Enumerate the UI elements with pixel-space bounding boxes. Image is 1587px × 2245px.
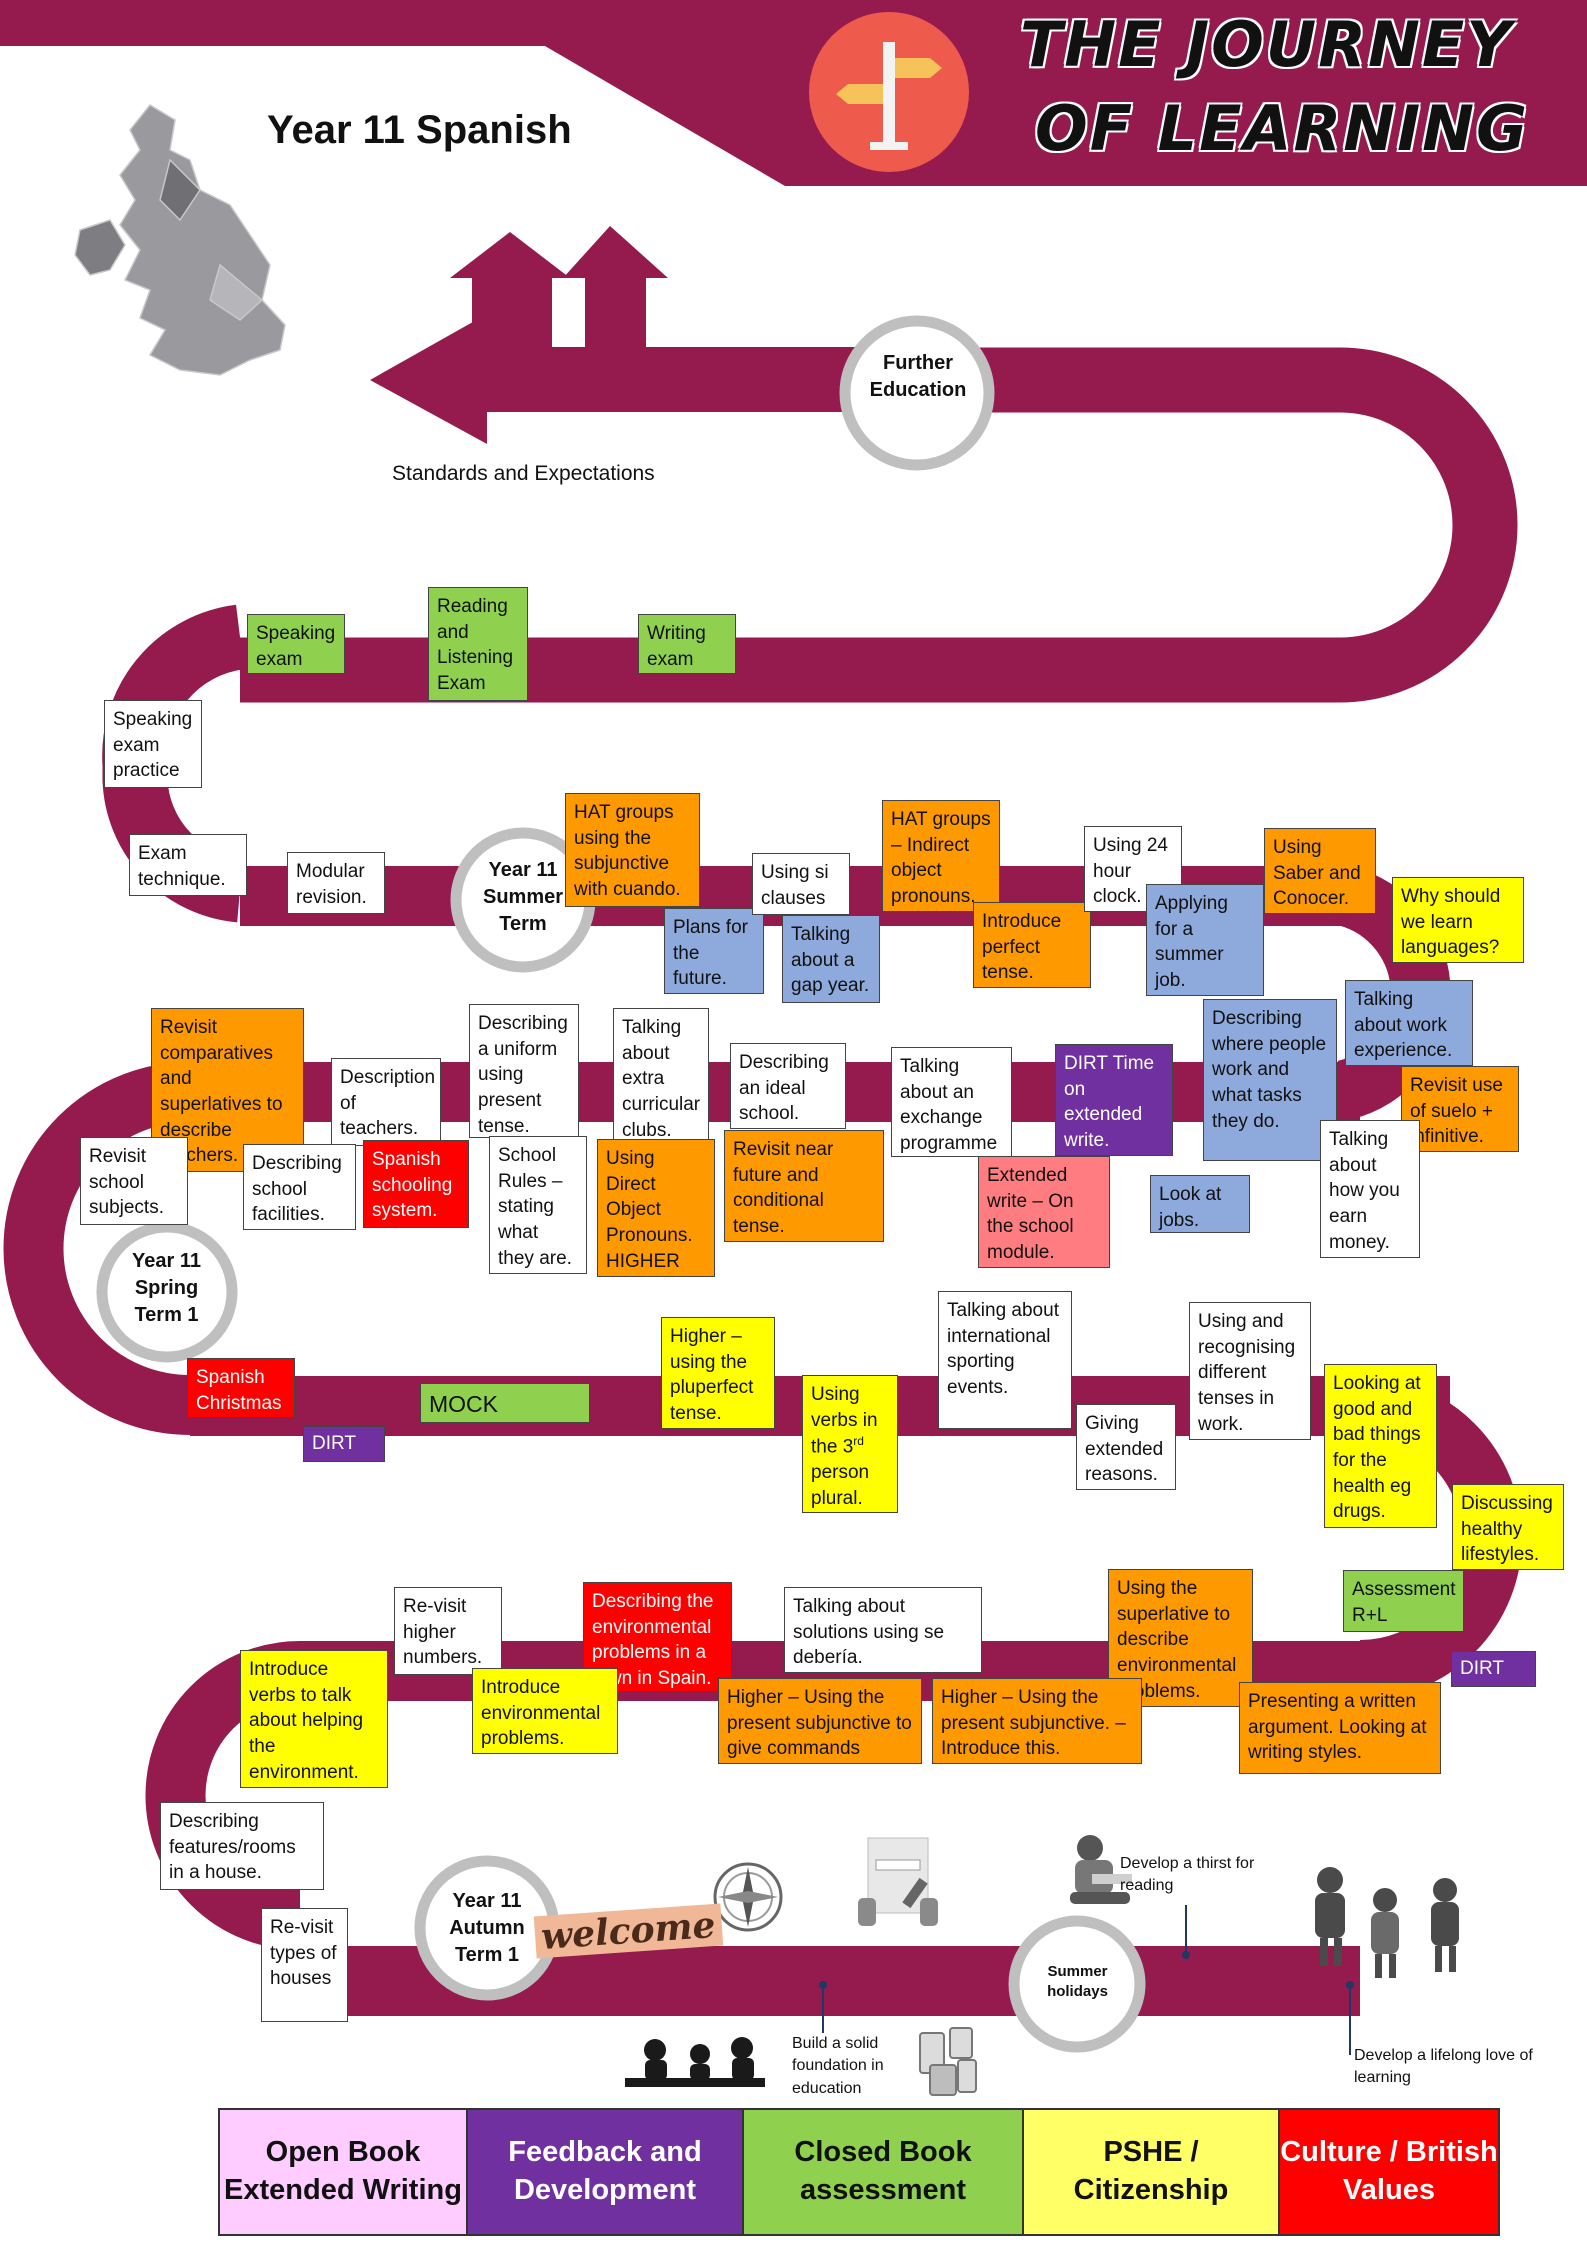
- topic-revisit-subjects: Revisit school subjects.: [80, 1137, 188, 1225]
- legend-pshe: PSHE / Citizenship: [1022, 2108, 1280, 2236]
- topic-written-argument: Presenting a written argument. Looking a…: [1239, 1682, 1441, 1774]
- topic-exam-technique: Exam technique.: [129, 834, 247, 896]
- topic-work-experience: Talking about work experience.: [1345, 980, 1473, 1066]
- stage-further-education: Further Education: [869, 352, 967, 401]
- legend-feedback: Feedback and Development: [466, 2108, 744, 2236]
- house-up-arrow-icon: [563, 226, 668, 347]
- topic-different-tenses: Using and recognising different tenses i…: [1189, 1302, 1311, 1440]
- header-banner: [0, 0, 1587, 186]
- caption-lifelong-love: Develop a lifelong love of learning: [1354, 2047, 1533, 2087]
- caption-solid-foundation: Build a solid foundation in education: [792, 2035, 884, 2097]
- page-subtitle: Year 11 Spanish: [267, 108, 572, 152]
- topic-revisit-numbers: Re-visit higher numbers.: [394, 1587, 502, 1675]
- topic-ideal-school: Describing an ideal school.: [730, 1043, 846, 1129]
- topic-international-sporting: Talking about international sporting eve…: [938, 1291, 1072, 1429]
- arrow-left-icon: [370, 314, 487, 444]
- students-walking-icon: [1315, 1867, 1459, 1978]
- topic-extended-write-school: Extended write – On the school module.: [978, 1156, 1110, 1268]
- topic-why-languages: Why should we learn languages?: [1392, 877, 1524, 963]
- main-title-line2: OF LEARNING: [1035, 92, 1529, 165]
- caption-thirst-reading: Develop a thirst for reading: [1120, 1855, 1255, 1895]
- topic-perfect-tense: Introduce perfect tense.: [973, 902, 1091, 988]
- topic-description-teachers: Description of teachers.: [331, 1058, 441, 1146]
- topic-plans-future: Plans for the future.: [664, 908, 764, 994]
- legend-culture: Culture / British Values: [1278, 2108, 1500, 2236]
- topic-mock-exams: MOCK EXAMS: [420, 1383, 590, 1423]
- topic-using-si: Using si clauses: [752, 853, 850, 915]
- topic-speaking-exam-practice: Speaking exam practice: [104, 700, 202, 788]
- topic-saber-conocer: Using Saber and Conocer.: [1264, 828, 1376, 914]
- topic-extra-curricular: Talking about extra curricular clubs.: [613, 1008, 709, 1142]
- reading-person-icon: [1070, 1835, 1132, 1904]
- uk-map-icon: [74, 104, 286, 376]
- topic-third-person-plural: Using verbs in the 3rd person plural.: [802, 1375, 898, 1513]
- topic-dirt-extended: DIRT Time on extended write.: [1055, 1044, 1173, 1156]
- house-up-arrow-icon: [450, 232, 570, 347]
- topic-pluperfect: Higher – using the pluperfect tense.: [661, 1317, 775, 1429]
- topic-where-people-work: Describing where people work and what ta…: [1203, 999, 1337, 1161]
- signpost-icon: [836, 42, 942, 150]
- stage-summer-term: Year 11 Summer Term: [482, 859, 564, 935]
- topic-revisit-future-conditional: Revisit near future and conditional tens…: [724, 1130, 884, 1242]
- topic-spanish-schooling: Spanish schooling system.: [363, 1140, 469, 1228]
- topic-types-houses: Re-visit types of houses: [261, 1908, 348, 2022]
- students-studying-icon: [625, 2037, 765, 2087]
- topic-reading-listening-exam: Reading and Listening Exam: [428, 587, 528, 701]
- topic-spanish-christmas: Spanish Christmas: [187, 1358, 295, 1418]
- topic-revisit-suelo: Revisit use of suelo + infinitive.: [1401, 1066, 1519, 1152]
- topic-writing-exam: Writing exam: [638, 614, 736, 674]
- topic-verbs-helping: Introduce verbs to talk about helping th…: [240, 1650, 388, 1788]
- stage-autumn-term: Year 11 Autumn Term 1: [449, 1890, 525, 1966]
- topic-school-facilities: Describing school facilities.: [243, 1144, 356, 1230]
- ring-summer-holidays: [1008, 1915, 1146, 2053]
- ring-further-education: [839, 315, 995, 471]
- topic-dirt-spring: DIRT: [303, 1426, 385, 1462]
- stage-spring-term: Year 11 Spring Term 1: [132, 1250, 201, 1326]
- main-title-line1: THE JOURNEY: [1020, 8, 1514, 81]
- topic-solutions-se-deberia: Talking about solutions using se debería…: [784, 1587, 982, 1673]
- topic-subjunctive-intro: Higher – Using the present subjunctive. …: [932, 1678, 1142, 1764]
- topic-assessment-rl: Assessment R+L: [1343, 1570, 1464, 1632]
- approved-document-icon: [858, 1837, 938, 1926]
- topic-describing-uniform: Describing a uniform using present tense…: [469, 1004, 579, 1138]
- topic-subjunctive-commands: Higher – Using the present subjunctive t…: [718, 1678, 922, 1764]
- compass-icon: [713, 1862, 783, 1932]
- topic-modular-revision: Modular revision.: [287, 852, 385, 914]
- topic-school-rules: School Rules – stating what they are.: [489, 1136, 587, 1274]
- standards-label: Standards and Expectations: [392, 462, 655, 485]
- topic-gap-year: Talking about a gap year.: [782, 915, 880, 1003]
- topic-earn-money: Talking about how you earn money.: [1320, 1120, 1420, 1258]
- topic-look-at-jobs: Look at jobs.: [1150, 1175, 1250, 1233]
- legend-open-book: Open Book Extended Writing: [218, 2108, 468, 2236]
- beakers-icon: [919, 2027, 977, 2096]
- topic-extended-reasons: Giving extended reasons.: [1076, 1404, 1176, 1490]
- topic-hat-subjunctive: HAT groups using the subjunctive with cu…: [565, 793, 700, 907]
- topic-summer-job: Applying for a summer job.: [1146, 884, 1264, 996]
- stage-summer-holidays: Summer holidays: [1047, 1963, 1108, 2001]
- topic-superlative-environment: Using the superlative to describe enviro…: [1108, 1569, 1253, 1707]
- legend-closed-book: Closed Book assessment: [742, 2108, 1024, 2236]
- topic-features-rooms: Describing features/rooms in a house.: [160, 1802, 324, 1890]
- ring-spring-term: [96, 1221, 238, 1363]
- topic-speaking-exam: Speaking exam: [247, 614, 345, 674]
- topic-dirt-autumn: DIRT: [1451, 1651, 1536, 1687]
- topic-hat-indirect: HAT groups – Indirect object pronouns.: [882, 800, 1000, 912]
- topic-healthy-lifestyles: Discussing healthy lifestyles.: [1452, 1484, 1564, 1570]
- topic-exchange-programme: Talking about an exchange programme: [891, 1047, 1012, 1157]
- topic-good-bad-health: Looking at good and bad things for the h…: [1324, 1364, 1437, 1528]
- topic-intro-environmental: Introduce environmental problems.: [472, 1668, 618, 1754]
- topic-direct-object: Using Direct Object Pronouns. HIGHER: [597, 1139, 715, 1277]
